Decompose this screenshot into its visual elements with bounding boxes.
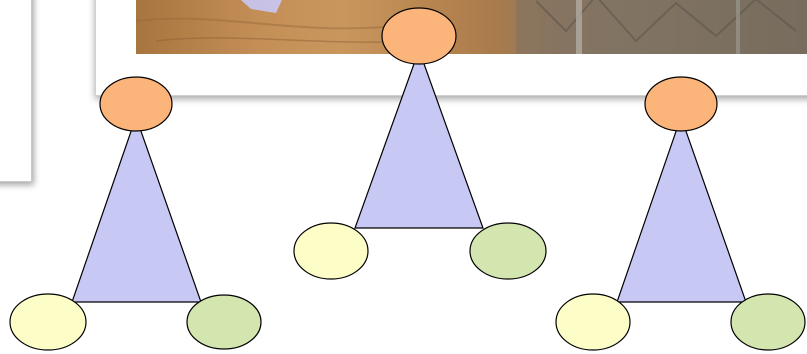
left-triangle — [71, 115, 202, 303]
right-triangle-group — [555, 76, 806, 351]
center-group-right-node — [469, 222, 547, 280]
center-group-top-node — [381, 7, 457, 65]
right-group-left-node — [555, 293, 631, 351]
right-group-right-node — [730, 293, 806, 351]
center-triangle-group — [293, 7, 547, 280]
left-group-left-node — [9, 293, 87, 351]
center-group-left-node — [293, 222, 369, 280]
right-group-top-node — [644, 76, 718, 132]
left-triangle-group — [9, 76, 262, 351]
center-triangle — [354, 48, 484, 229]
right-triangle — [616, 115, 747, 303]
left-group-right-node — [186, 294, 262, 350]
left-picture-frame — [0, 0, 32, 182]
left-group-top-node — [99, 76, 173, 132]
background-photo — [136, 0, 807, 54]
